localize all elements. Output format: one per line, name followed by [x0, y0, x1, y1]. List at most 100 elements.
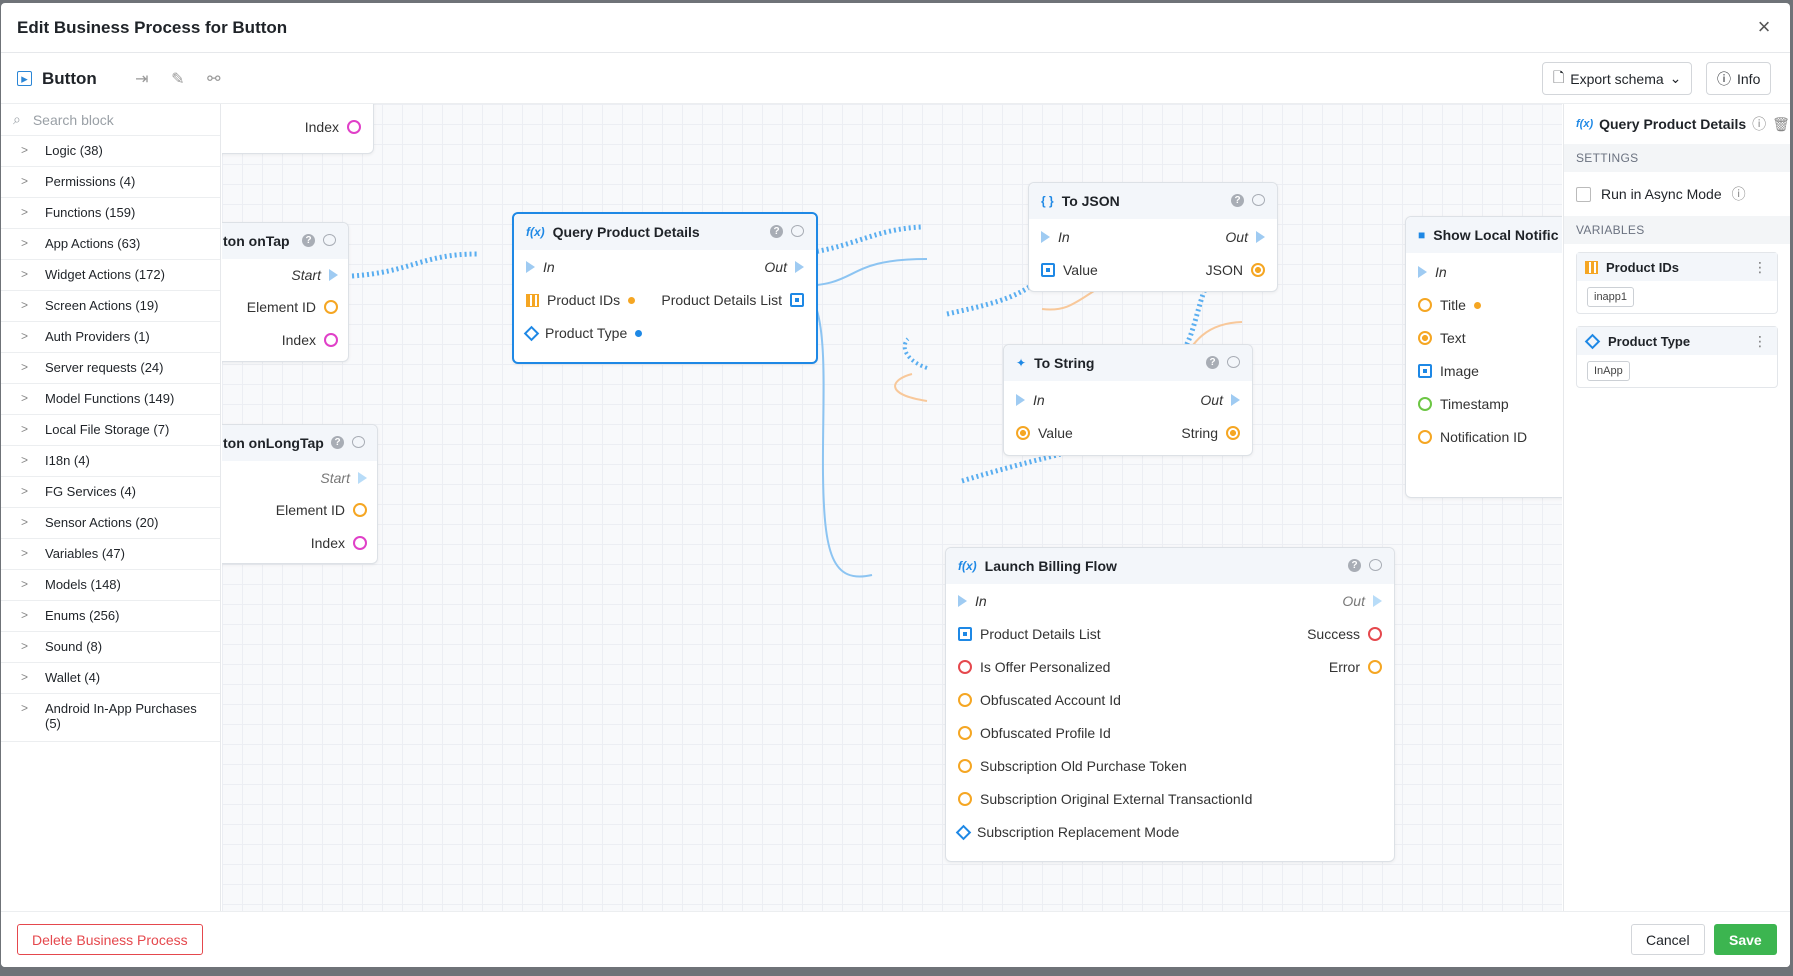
title-in-port[interactable] [1418, 298, 1432, 312]
help-icon[interactable]: ? [302, 234, 315, 247]
help-icon[interactable]: ? [1206, 356, 1219, 369]
save-button[interactable]: Save [1714, 924, 1777, 955]
help-icon[interactable]: ? [1231, 194, 1244, 207]
orig-tx-in-port[interactable] [958, 792, 972, 806]
comment-icon[interactable] [1252, 194, 1265, 206]
timestamp-in-port[interactable] [1418, 397, 1432, 411]
category-item[interactable]: >Local File Storage (7) [1, 415, 220, 446]
category-item[interactable]: >Auth Providers (1) [1, 322, 220, 353]
category-item[interactable]: >Permissions (4) [1, 167, 220, 198]
success-out-port[interactable] [1368, 627, 1382, 641]
info-button[interactable]: ⓘ Info [1706, 62, 1772, 95]
list-out-port[interactable] [790, 293, 804, 307]
node-partial-top[interactable]: Element ID Index [222, 104, 374, 154]
category-item[interactable]: >Server requests (24) [1, 353, 220, 384]
exec-in-port[interactable] [1041, 231, 1050, 243]
link-icon[interactable]: ⚯ [207, 70, 221, 88]
exec-out-port[interactable] [358, 472, 367, 484]
index-port[interactable] [347, 120, 361, 134]
category-item[interactable]: >Sensor Actions (20) [1, 508, 220, 539]
help-icon[interactable]: ? [331, 436, 344, 449]
value-in-port[interactable] [1016, 426, 1030, 440]
cancel-button[interactable]: Cancel [1631, 924, 1705, 955]
comment-icon[interactable] [323, 234, 336, 246]
category-item[interactable]: >FG Services (4) [1, 477, 220, 508]
close-icon[interactable]: × [1757, 14, 1771, 39]
exec-out-port[interactable] [1256, 231, 1265, 243]
node-to-json[interactable]: { }To JSON ? In Out Value JSON [1028, 182, 1278, 292]
comment-icon[interactable] [1227, 356, 1240, 368]
help-icon[interactable]: ? [770, 225, 783, 238]
account-in-port[interactable] [958, 693, 972, 707]
exec-out-port[interactable] [795, 261, 804, 273]
comment-icon[interactable] [1369, 559, 1382, 571]
node-to-string[interactable]: ✦To String ? In Out Value String [1003, 344, 1253, 456]
variable-value[interactable]: inapp1 [1587, 287, 1635, 307]
exec-in-port[interactable] [1418, 266, 1427, 278]
chevron-right-icon: > [21, 515, 29, 529]
index-port[interactable] [324, 333, 338, 347]
node-button-ontap[interactable]: ton onTap ? Start Element ID Index [222, 222, 349, 362]
async-mode-row[interactable]: Run in Async Mode ⓘ [1564, 172, 1790, 216]
json-out-port[interactable] [1251, 263, 1265, 277]
help-icon[interactable]: ? [1348, 559, 1361, 572]
category-item[interactable]: >Widget Actions (172) [1, 260, 220, 291]
more-icon[interactable]: ⋮ [1753, 333, 1767, 349]
exec-out-port[interactable] [1231, 394, 1240, 406]
more-icon[interactable]: ⋮ [1753, 259, 1767, 275]
flow-canvas[interactable]: Element ID Index ton onTap ? Start Eleme… [222, 104, 1562, 911]
node-query-product-details[interactable]: f(x)Query Product Details ? In Out Produ… [512, 212, 818, 364]
string-out-port[interactable] [1226, 426, 1240, 440]
error-out-port[interactable] [1368, 660, 1382, 674]
category-item[interactable]: >Model Functions (149) [1, 384, 220, 415]
block-search[interactable]: ⌕ Search block [1, 104, 220, 136]
variable-card[interactable]: Product Type ⋮ InApp [1576, 326, 1778, 388]
category-item[interactable]: >I18n (4) [1, 446, 220, 477]
value-port-icon[interactable] [1041, 263, 1055, 277]
delete-process-button[interactable]: Delete Business Process [17, 924, 203, 955]
category-item[interactable]: >App Actions (63) [1, 229, 220, 260]
category-item[interactable]: >Sound (8) [1, 632, 220, 663]
exec-out-port[interactable] [329, 269, 338, 281]
async-mode-checkbox[interactable] [1576, 186, 1591, 202]
offer-in-port[interactable] [958, 660, 972, 674]
text-in-port[interactable] [1418, 331, 1432, 345]
variable-value[interactable]: InApp [1587, 361, 1630, 381]
exec-in-port[interactable] [1016, 394, 1025, 406]
node-button-onlongtap[interactable]: ton onLongTap ? Start Element ID Index [222, 424, 378, 564]
help-icon[interactable]: ⓘ [1731, 186, 1746, 202]
category-item[interactable]: >Variables (47) [1, 539, 220, 570]
search-input[interactable]: Search block [32, 111, 114, 128]
node-launch-billing-flow[interactable]: f(x)Launch Billing Flow ? In Out Product… [945, 547, 1395, 862]
help-icon[interactable]: ⓘ [1752, 116, 1767, 132]
export-schema-button[interactable]: 🗋 Export schema ⌄ [1542, 62, 1693, 95]
old-token-in-port[interactable] [958, 759, 972, 773]
enum-port-icon[interactable] [523, 325, 540, 341]
category-item[interactable]: >Android In-App Purchases (5) [1, 694, 220, 742]
collapse-icon[interactable]: ⇥ [135, 70, 149, 88]
exec-in-port[interactable] [958, 595, 967, 607]
index-port[interactable] [353, 536, 367, 550]
edit-icon[interactable]: ✎ [171, 70, 185, 88]
category-item[interactable]: >Enums (256) [1, 601, 220, 632]
comment-icon[interactable] [352, 436, 365, 448]
replacement-mode-in-port[interactable] [955, 824, 972, 840]
list-port-icon[interactable] [526, 293, 539, 307]
node-show-local-notification[interactable]: ■Show Local Notific In Title Text Image … [1405, 216, 1562, 498]
element-id-port[interactable] [353, 503, 367, 517]
variable-card[interactable]: Product IDs ⋮ inapp1 [1576, 252, 1778, 314]
category-item[interactable]: >Models (148) [1, 570, 220, 601]
notification-id-in-port[interactable] [1418, 430, 1432, 444]
element-id-port[interactable] [324, 300, 338, 314]
exec-out-port[interactable] [1373, 595, 1382, 607]
trash-icon[interactable]: 🗑 [1772, 115, 1790, 132]
profile-in-port[interactable] [958, 726, 972, 740]
image-in-port[interactable] [1418, 364, 1432, 378]
list-in-port[interactable] [958, 627, 972, 641]
comment-icon[interactable] [791, 225, 804, 237]
category-item[interactable]: >Wallet (4) [1, 663, 220, 694]
exec-in-port[interactable] [526, 261, 535, 273]
category-item[interactable]: >Screen Actions (19) [1, 291, 220, 322]
category-item[interactable]: >Logic (38) [1, 136, 220, 167]
category-item[interactable]: >Functions (159) [1, 198, 220, 229]
